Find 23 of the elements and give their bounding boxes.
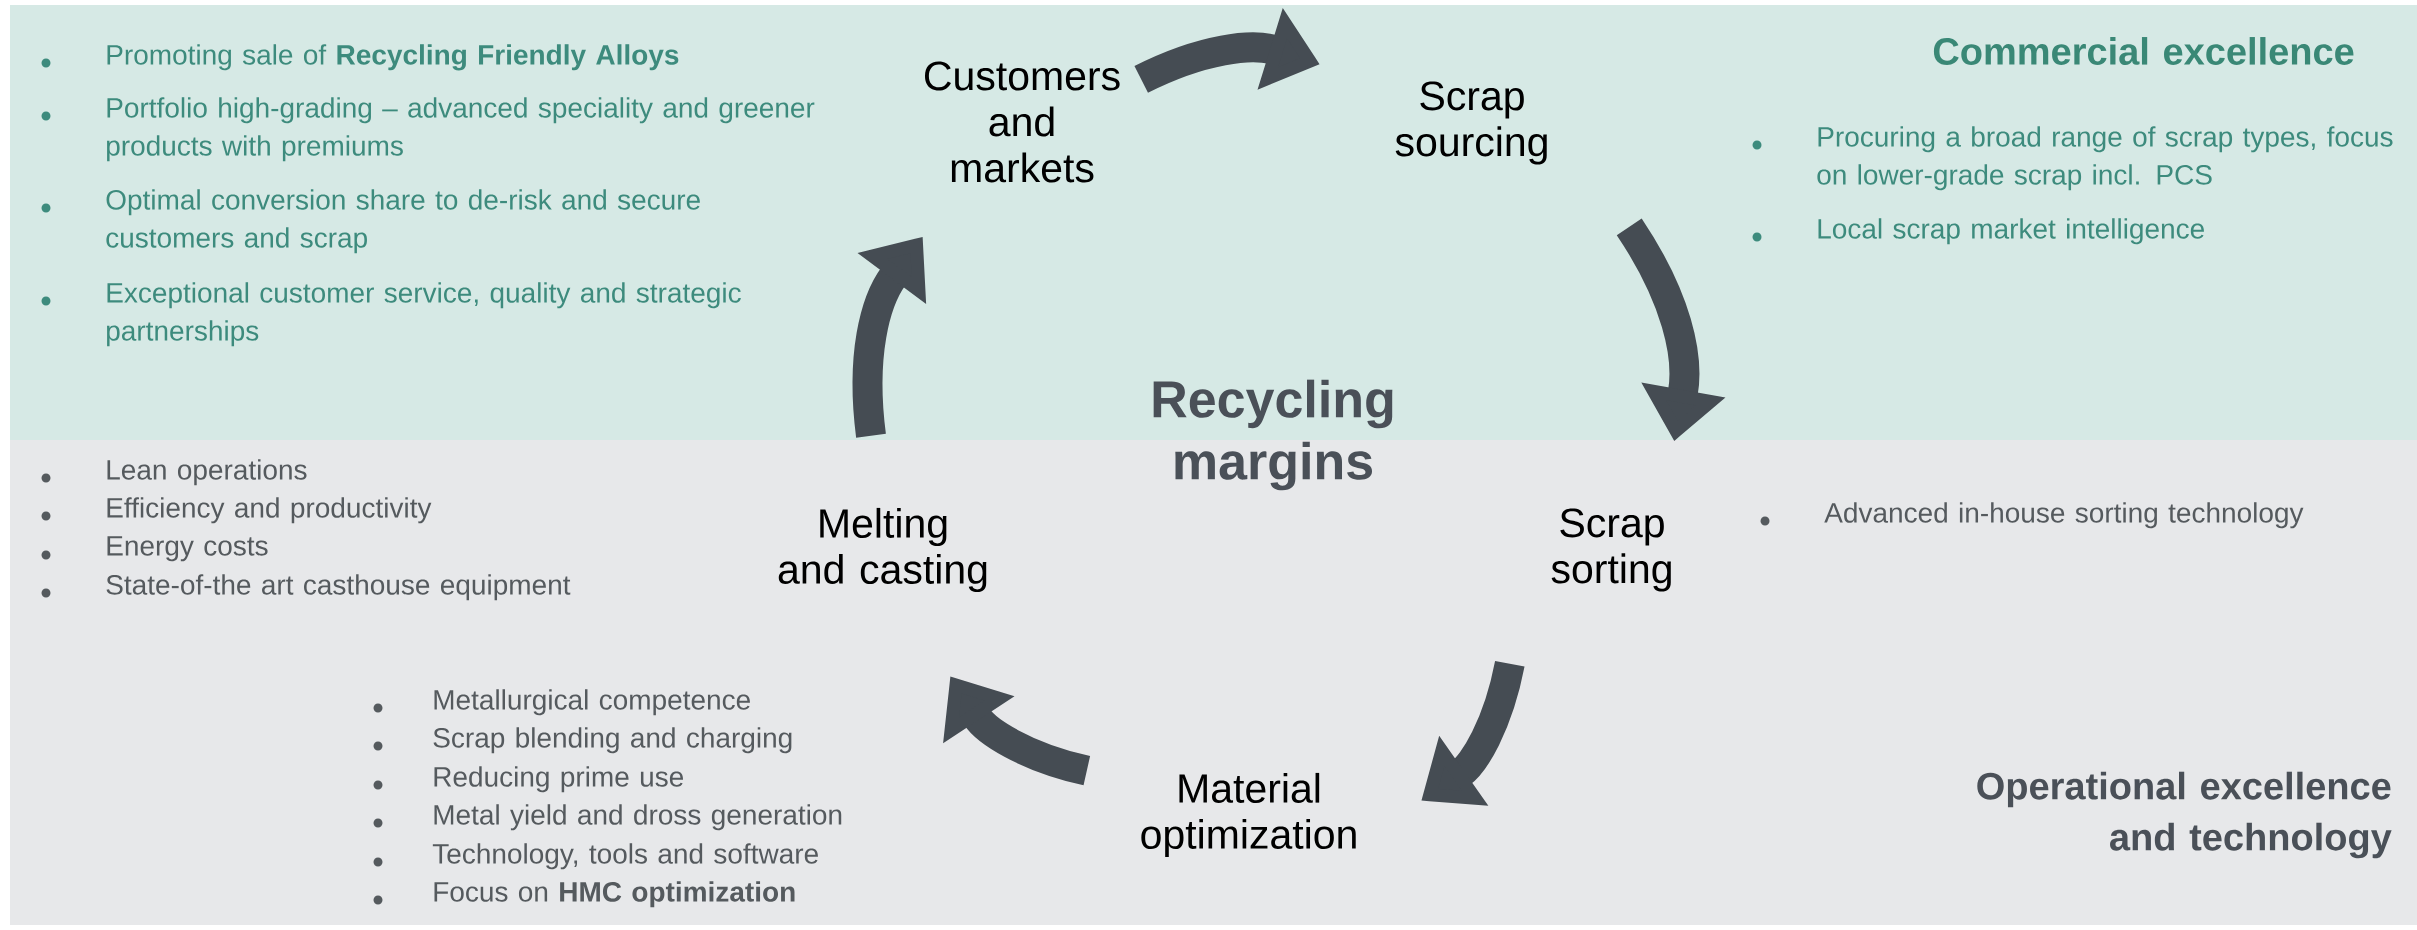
bullet-text: Exceptional customer service, quality and strategic partnerships [107,282,741,347]
bullet-text: Promoting sale of Recycling Friendly Alloys [107,44,679,71]
bullet-text: Reducing prime use [434,766,683,793]
bullet-text: Technology, tools and software [432,843,818,870]
bullet-text: Procuring a broad range of scrap types, focus on lower-grade scrap incl. PCS [1817,126,2393,191]
bullet-text: Local scrap market intelligence [1818,218,2204,245]
stage-label: Scrap sourcing [1395,81,1547,165]
bullet-text: Scrap blending and charging [433,727,792,754]
bullet-text: Portfolio high-grading – advanced speciality and greener products with premiums [107,97,815,162]
stage-label: Melting and casting [778,507,987,593]
bullet-text: Efficiency and productivity [107,497,432,524]
bullet-text: Advanced in-house sorting technology [1824,502,2304,529]
bullet-text: State-of-the art casthouse equipment [106,574,571,601]
stage-label: Scrap sorting [1551,508,1671,592]
bullet-text: Lean operations [107,459,307,486]
bullet-text: Energy costs [107,536,268,562]
bullet-text: Metal yield and dross generation [434,804,842,831]
center-heading: Recycling margins [1153,379,1393,491]
bullet-text: Focus on HMC optimization [434,881,795,908]
bullet-text: Metallurgical competence [434,689,750,716]
bullet-text: Optimal conversion share to de-risk and secure customers and scrap [106,189,700,254]
stage-label: Customers and markets [925,61,1120,183]
stage-label: Material optimization [1141,772,1356,858]
